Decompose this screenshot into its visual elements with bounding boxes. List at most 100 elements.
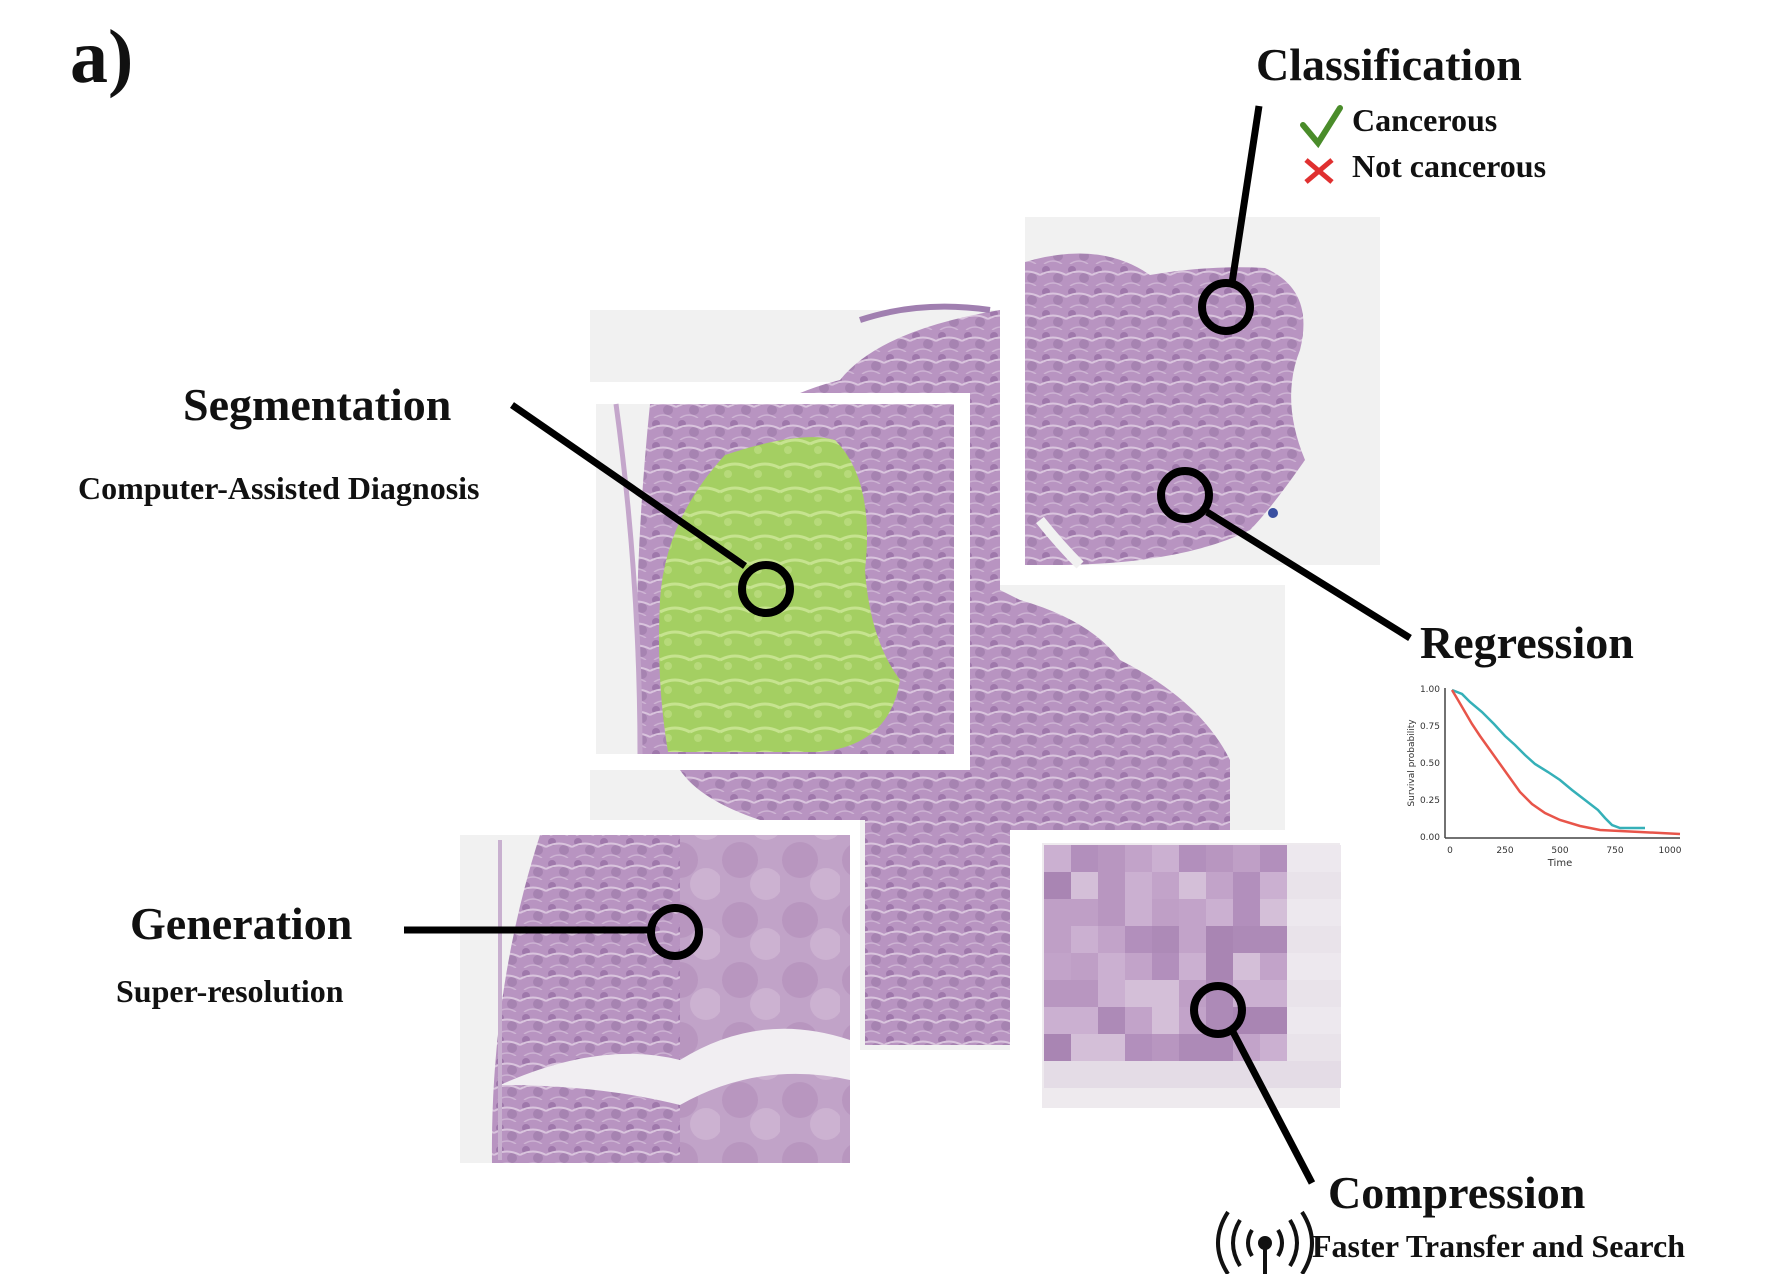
pixel-block bbox=[1071, 980, 1098, 1007]
pixel-block bbox=[1098, 1007, 1125, 1034]
pixel-block bbox=[1125, 926, 1152, 953]
pixel-block bbox=[1125, 872, 1152, 899]
pixel-block bbox=[1233, 953, 1260, 980]
compression-inset bbox=[1030, 838, 1350, 1120]
pixel-block bbox=[1152, 1034, 1179, 1061]
pixel-block bbox=[1044, 872, 1071, 899]
pixel-block bbox=[1206, 899, 1233, 926]
pixel-block bbox=[1179, 1034, 1206, 1061]
pixel-block bbox=[1071, 1007, 1098, 1034]
pixel-block bbox=[1287, 899, 1314, 926]
plot-ylabel: Survival probability bbox=[1407, 719, 1417, 807]
pixel-block bbox=[1260, 953, 1287, 980]
pixel-block bbox=[1071, 845, 1098, 872]
pixel-block bbox=[1314, 899, 1341, 926]
plot-xtick: 250 bbox=[1496, 846, 1513, 856]
compression-subtitle: Faster Transfer and Search bbox=[1312, 1228, 1686, 1264]
generation-pointer bbox=[404, 904, 703, 960]
pixel-block bbox=[1044, 1034, 1071, 1061]
pixel-block bbox=[1260, 1034, 1287, 1061]
compression-title: Compression bbox=[1328, 1167, 1586, 1218]
pixel-block bbox=[1314, 926, 1341, 953]
pixel-block bbox=[1206, 845, 1233, 872]
pixel-block bbox=[1044, 926, 1071, 953]
pixel-block bbox=[1044, 980, 1071, 1007]
check-icon bbox=[1300, 105, 1343, 149]
generation-inset bbox=[455, 828, 860, 1173]
classification-title: Classification bbox=[1256, 39, 1522, 90]
pixel-block bbox=[1044, 1061, 1071, 1088]
survival-curve-teal bbox=[1451, 688, 1645, 830]
pixel-block bbox=[1152, 872, 1179, 899]
pixel-block bbox=[1098, 980, 1125, 1007]
pixel-block bbox=[1314, 1034, 1341, 1061]
pixel-block bbox=[1287, 980, 1314, 1007]
pixel-block bbox=[1179, 1061, 1206, 1088]
plot-ytick: 1.00 bbox=[1420, 685, 1440, 695]
legend-not-cancerous: Not cancerous bbox=[1352, 148, 1547, 184]
plot-xtick: 500 bbox=[1551, 846, 1568, 856]
segmentation-mask bbox=[659, 437, 900, 752]
pixel-block bbox=[1179, 872, 1206, 899]
pixel-block bbox=[1287, 926, 1314, 953]
pixel-block bbox=[1071, 872, 1098, 899]
pixel-block bbox=[1179, 845, 1206, 872]
pixel-block bbox=[1071, 899, 1098, 926]
plot-ytick: 0.75 bbox=[1420, 722, 1440, 732]
regression-title: Regression bbox=[1420, 617, 1634, 668]
plot-xlabel: Time bbox=[1547, 858, 1572, 869]
pixel-block bbox=[1179, 953, 1206, 980]
compression-pointer bbox=[1190, 982, 1316, 1185]
pixel-block bbox=[1206, 1034, 1233, 1061]
pixel-block bbox=[1125, 845, 1152, 872]
cross-icon bbox=[1304, 158, 1334, 184]
pixel-block bbox=[1152, 1007, 1179, 1034]
pixel-block bbox=[1206, 953, 1233, 980]
plot-ytick: 0.00 bbox=[1420, 833, 1440, 843]
pixel-block bbox=[1287, 872, 1314, 899]
pixel-block bbox=[1125, 953, 1152, 980]
pixel-block bbox=[1152, 926, 1179, 953]
plot-ytick: 0.50 bbox=[1420, 759, 1440, 769]
pixel-block bbox=[1071, 926, 1098, 953]
pixel-block bbox=[1314, 845, 1341, 872]
pixel-block bbox=[1044, 953, 1071, 980]
pixel-block bbox=[1125, 980, 1152, 1007]
pixel-block bbox=[1125, 1007, 1152, 1034]
pixel-block bbox=[1125, 1061, 1152, 1088]
pixel-block bbox=[1260, 1007, 1287, 1034]
pixel-block bbox=[1314, 980, 1341, 1007]
pixel-block bbox=[1206, 1061, 1233, 1088]
pixel-block bbox=[1152, 980, 1179, 1007]
pixel-block bbox=[1098, 1061, 1125, 1088]
segmentation-inset bbox=[588, 393, 970, 770]
plot-xtick: 0 bbox=[1447, 846, 1453, 856]
pixel-block bbox=[1206, 926, 1233, 953]
generation-subtitle: Super-resolution bbox=[116, 973, 344, 1009]
pixel-block bbox=[1233, 926, 1260, 953]
panel-label: a) bbox=[70, 15, 134, 99]
pixel-block bbox=[1044, 1007, 1071, 1034]
pixel-block bbox=[1260, 926, 1287, 953]
pixel-block bbox=[1098, 953, 1125, 980]
survival-curve-red bbox=[1450, 689, 1681, 836]
pixel-block bbox=[1098, 926, 1125, 953]
pixel-block bbox=[1233, 899, 1260, 926]
pixel-block bbox=[1260, 1061, 1287, 1088]
pixel-block bbox=[1179, 899, 1206, 926]
segmentation-pointer bbox=[510, 402, 794, 617]
pixel-block bbox=[1071, 1061, 1098, 1088]
pixel-block bbox=[1287, 1007, 1314, 1034]
pixel-block bbox=[1233, 845, 1260, 872]
pixel-block bbox=[1152, 1061, 1179, 1088]
pixel-block bbox=[1125, 899, 1152, 926]
pixel-block bbox=[1152, 899, 1179, 926]
pixel-block bbox=[1287, 845, 1314, 872]
pixel-block bbox=[1314, 953, 1341, 980]
classification-pointer bbox=[1198, 105, 1263, 335]
pixel-block bbox=[1044, 845, 1071, 872]
pixel-block bbox=[1071, 1034, 1098, 1061]
segmentation-title: Segmentation bbox=[183, 379, 452, 430]
pixel-block bbox=[1260, 845, 1287, 872]
